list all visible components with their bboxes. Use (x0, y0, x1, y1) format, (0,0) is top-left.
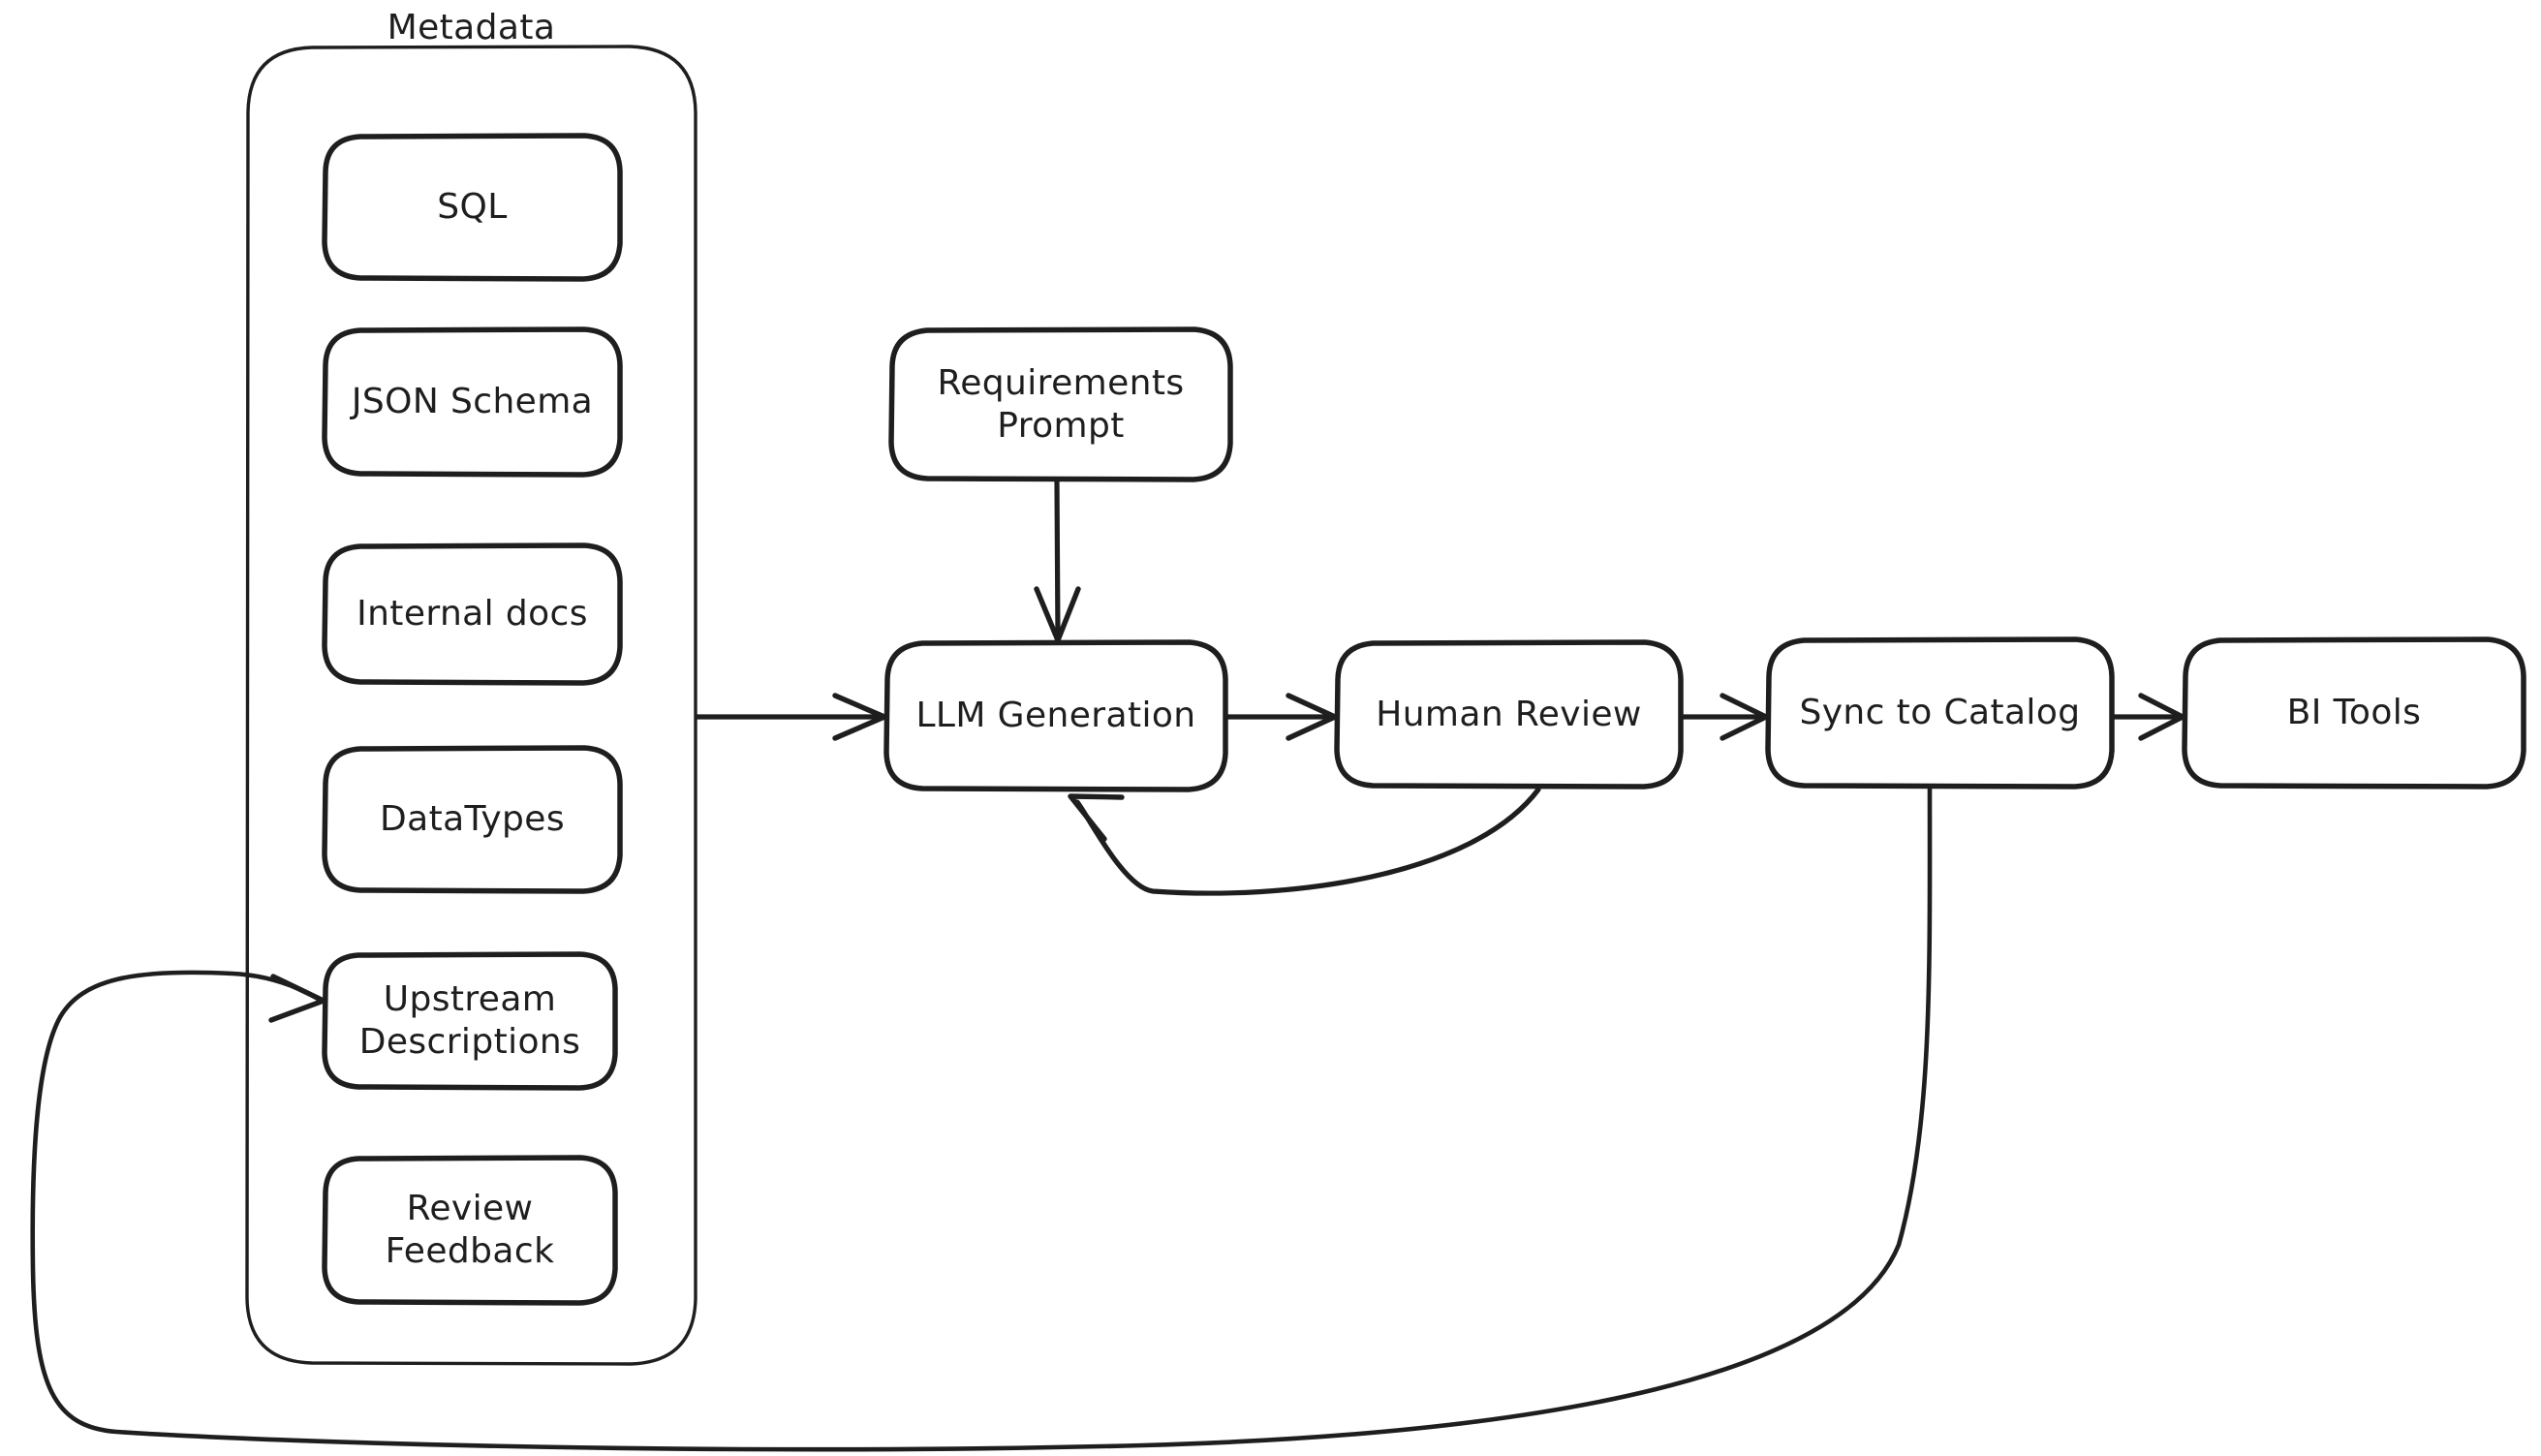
edge-sync-to-catalog-to-upstream-descriptions[interactable] (30, 786, 1933, 1452)
edge-sync-to-catalog-to-bi-tools[interactable] (2111, 693, 2185, 741)
node-bi-tools-shape[interactable] (2182, 636, 2526, 790)
metadata-item-internal-docs-shape[interactable] (322, 542, 623, 686)
metadata-item-datatypes-shape[interactable] (322, 745, 623, 894)
metadata-group-container[interactable] (245, 45, 697, 1366)
node-human-review-shape[interactable] (1334, 639, 1684, 790)
edge-human-review-back-to-llm-generation[interactable] (1068, 787, 1541, 896)
node-requirements-prompt-shape[interactable] (888, 326, 1233, 482)
metadata-item-json-schema-shape[interactable] (322, 326, 623, 478)
node-sync-to-catalog-shape[interactable] (1765, 636, 2115, 790)
metadata-item-upstream-descriptions-shape[interactable] (322, 951, 618, 1091)
edge-human-review-to-sync-to-catalog[interactable] (1680, 693, 1769, 741)
metadata-item-sql-shape[interactable] (322, 133, 623, 282)
edge-metadata-to-llm-generation[interactable] (695, 693, 887, 741)
metadata-group-title: Metadata (387, 8, 556, 47)
edge-requirements-prompt-to-llm-generation[interactable] (1034, 479, 1081, 643)
edge-llm-generation-to-human-review[interactable] (1224, 693, 1338, 741)
metadata-item-review-feedback-shape[interactable] (322, 1155, 618, 1306)
node-llm-generation-shape[interactable] (883, 639, 1228, 792)
